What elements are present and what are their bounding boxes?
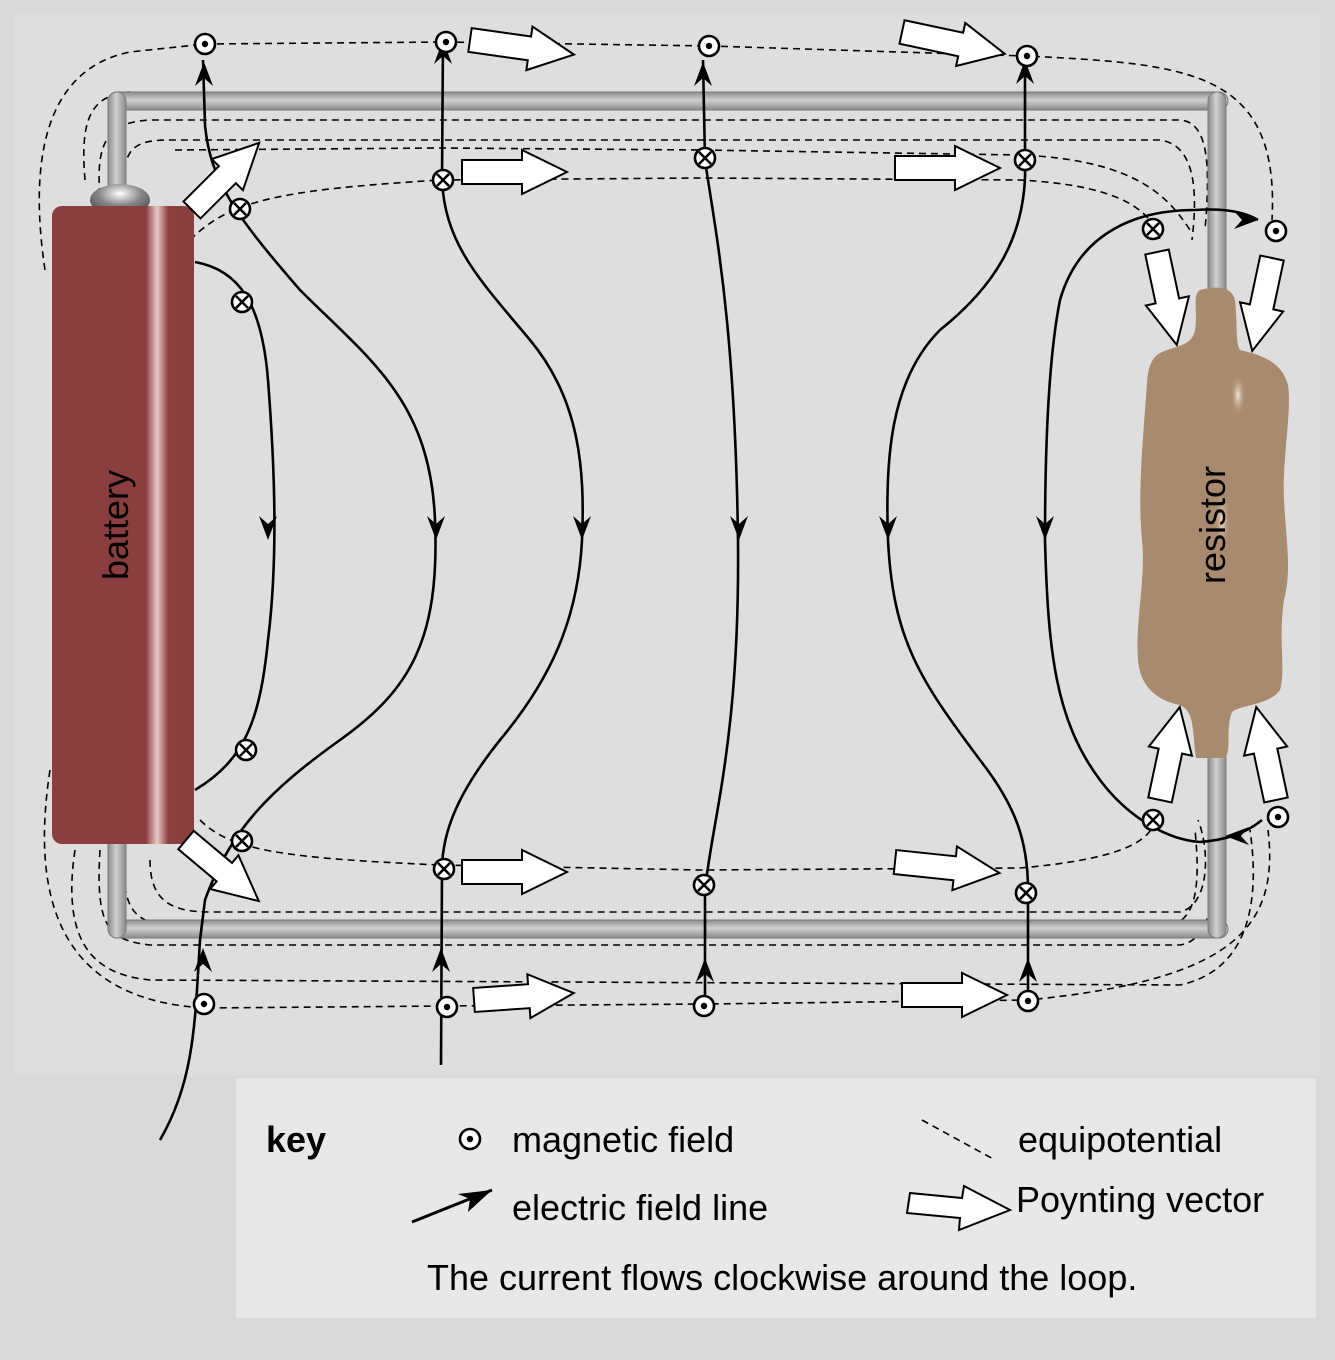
- key-title: key: [266, 1119, 326, 1160]
- poynting-arrow-icon: [1144, 248, 1191, 348]
- e-arrowhead: [427, 516, 445, 540]
- magnetic-in-icon: [693, 146, 717, 170]
- e-arrowhead-up: [194, 948, 212, 972]
- equipotential-key-icon: [921, 1119, 996, 1161]
- resistor-label: resistor: [1192, 466, 1233, 584]
- key-panel: key magnetic field equipotential electri…: [236, 1078, 1316, 1318]
- resistor: resistor: [1137, 287, 1289, 758]
- e-arrowhead: [879, 516, 897, 540]
- equipotential-inner-bottom-3: [149, 819, 1207, 913]
- electric-field-key-icon: [411, 1188, 493, 1224]
- magnetic-in-icon: [1014, 881, 1038, 905]
- poynting-arrow-icon: [176, 829, 261, 903]
- e-line-6-tail-bottom: [1199, 818, 1263, 844]
- magnetic-out-icon: [697, 34, 721, 58]
- magnetic-field-key-icon: [458, 1127, 482, 1151]
- e-line-4: [701, 59, 740, 1005]
- key-caption: The current flows clockwise around the l…: [427, 1257, 1137, 1298]
- battery-body: [52, 206, 194, 844]
- magnetic-in-icon: [431, 168, 455, 192]
- poynting-arrow-icon: [1242, 704, 1289, 804]
- poynting-arrow-icon: [182, 141, 261, 220]
- e-arrowhead-up: [696, 958, 714, 982]
- wire-bottom: [107, 919, 1229, 939]
- poynting-arrow-icon: [472, 972, 577, 1020]
- magnetic-out-icon: [435, 995, 459, 1019]
- wire-top: [107, 91, 1229, 111]
- key-electric-field-line: electric field line: [512, 1187, 768, 1228]
- e-arrowhead-up: [1019, 958, 1037, 982]
- magnetic-out-icon: [1266, 805, 1290, 829]
- magnetic-out-icon: [692, 994, 716, 1018]
- key-poynting-vector: Poynting vector: [1016, 1179, 1264, 1220]
- poynting-key-icon: [905, 1184, 1013, 1232]
- poynting-arrow-icon: [892, 844, 1002, 892]
- e-arrowhead-right: [1234, 211, 1258, 229]
- e-arrowhead-up: [195, 62, 213, 86]
- magnetic-in-icon: [432, 857, 456, 881]
- magnetic-out-icon: [434, 30, 458, 54]
- e-line-2: [158, 59, 437, 1141]
- equipotential-outer-bottom-2: [71, 829, 1255, 986]
- battery-label: battery: [95, 470, 136, 580]
- poynting-arrow-icon: [901, 971, 1010, 1019]
- e-arrowhead: [259, 516, 277, 540]
- e-arrowhead-up: [694, 62, 712, 86]
- magnetic-in-icon: [1141, 217, 1165, 241]
- poynting-vectors: [176, 19, 1289, 1020]
- e-arrowhead-up: [432, 948, 450, 972]
- e-arrowhead-up: [1016, 60, 1034, 84]
- magnetic-in-icon: [1141, 808, 1165, 832]
- key-background: [236, 1078, 1316, 1318]
- poynting-arrow-icon: [1147, 704, 1194, 804]
- e-arrowhead: [1036, 516, 1054, 540]
- poynting-arrow-icon: [1238, 254, 1285, 354]
- e-arrowhead: [730, 516, 748, 540]
- e-line-6-tail-top: [1194, 208, 1259, 222]
- equipotential-outer-top: [38, 41, 1274, 271]
- e-arrowhead: [573, 516, 591, 540]
- resistor-highlight: [1230, 373, 1246, 417]
- poynting-arrow-icon: [898, 19, 1007, 68]
- magnetic-in-icon: [230, 829, 254, 853]
- poynting-arrow-icon: [467, 24, 577, 72]
- magnetic-out-icon: [193, 32, 217, 56]
- battery: battery: [52, 184, 194, 844]
- magnetic-in-icon: [228, 197, 252, 221]
- magnetic-in-icon: [234, 738, 258, 762]
- poynting-arrow-icon: [461, 848, 570, 896]
- magnetic-in-icon: [230, 290, 254, 314]
- resistor-highlight: [1214, 490, 1230, 550]
- magnetic-in-icon: [1013, 148, 1037, 172]
- key-magnetic-field: magnetic field: [512, 1119, 734, 1160]
- magnetic-in-icon: [692, 873, 716, 897]
- magnetic-out-icon: [1264, 219, 1288, 243]
- magnetic-out-icon: [192, 992, 216, 1016]
- poynting-arrow-icon: [894, 144, 1003, 192]
- resistor-body: [1137, 287, 1289, 758]
- key-equipotential: equipotential: [1018, 1119, 1222, 1160]
- equipotential-outer-bottom: [43, 769, 1271, 1009]
- poynting-arrow-icon: [461, 148, 570, 196]
- magnetic-out-icon: [1016, 989, 1040, 1013]
- magnetic-field-symbols: [192, 30, 1290, 1019]
- magnetic-out-icon: [1015, 44, 1039, 68]
